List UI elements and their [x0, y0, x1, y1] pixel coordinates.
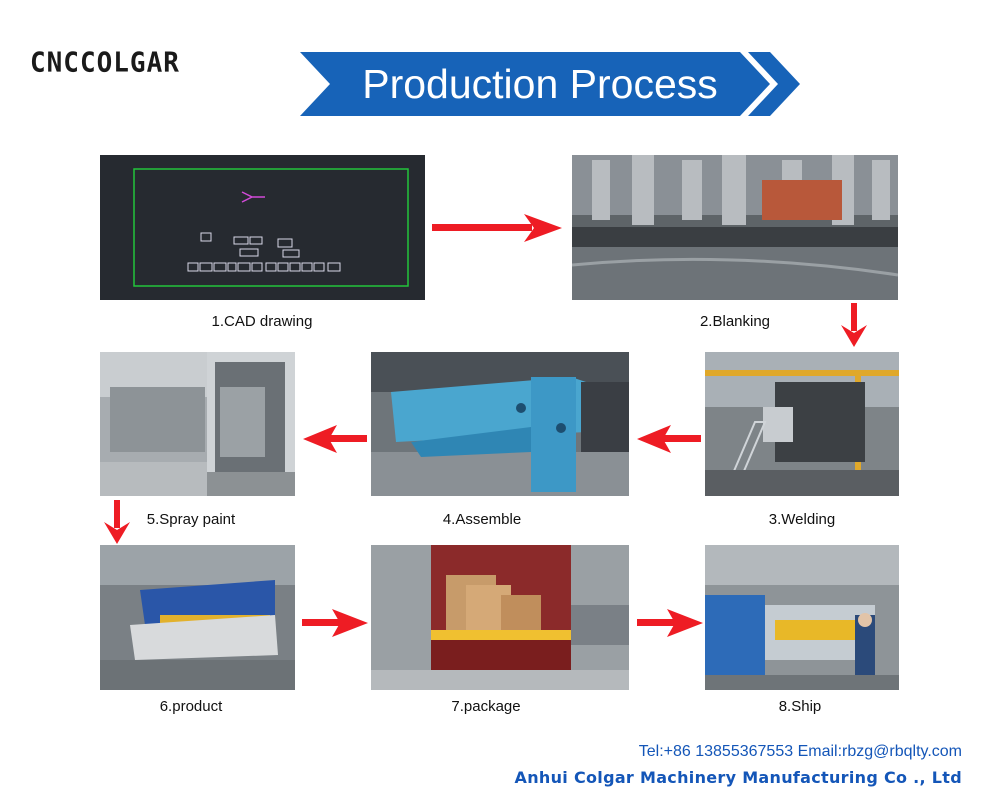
page-title: Production Process: [330, 55, 750, 113]
step-label: 6.product: [91, 698, 291, 715]
product-image: [100, 545, 295, 690]
arrow-down-icon: [103, 500, 131, 544]
step-label: 2.Blanking: [635, 313, 835, 330]
arrow-left-icon: [303, 424, 367, 454]
step-label: 7.package: [386, 698, 586, 715]
ship-image: [705, 545, 899, 690]
step-label: 3.Welding: [702, 511, 902, 528]
arrow-right-icon: [432, 213, 562, 243]
arrow-down-icon: [840, 303, 868, 347]
package-image: [371, 545, 629, 690]
assemble-image: [371, 352, 629, 496]
contact-info: Tel:+86 13855367553 Email:rbzg@rbqlty.co…: [639, 743, 962, 761]
step-label: 4.Assemble: [382, 511, 582, 528]
arrow-right-icon: [302, 608, 368, 638]
spray-paint-image: [100, 352, 295, 496]
cad-drawing-image: [100, 155, 425, 300]
welding-image: [705, 352, 899, 496]
step-label: 1.CAD drawing: [162, 313, 362, 330]
arrow-right-icon: [637, 608, 703, 638]
arrow-left-icon: [637, 424, 701, 454]
step-label: 8.Ship: [700, 698, 900, 715]
company-logo: CNCCOLGAR: [30, 47, 180, 79]
company-name: Anhui Colgar Machinery Manufacturing Co …: [515, 768, 962, 787]
blanking-image: [572, 155, 898, 300]
